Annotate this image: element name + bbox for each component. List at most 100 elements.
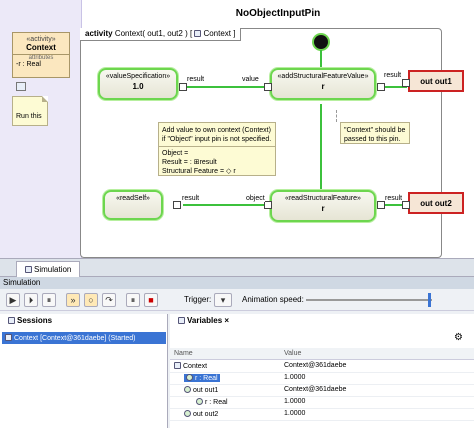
pin-label-value: value bbox=[242, 76, 259, 83]
diagram-icon bbox=[16, 82, 26, 91]
property-icon bbox=[186, 374, 193, 381]
animation-speed-slider[interactable] bbox=[306, 299, 432, 301]
diagram-title: NoObjectInputPin bbox=[235, 8, 321, 19]
tab-label: Sessions bbox=[17, 316, 53, 325]
note-text: "Context" should be passed to this pin. bbox=[344, 127, 406, 143]
activity-tag: [ Context ] bbox=[189, 29, 236, 38]
activity-header: activity Context( out1, out2 ) [ Context… bbox=[80, 28, 242, 41]
session-item[interactable]: Context [Context@361daebe] (Started) bbox=[2, 332, 166, 344]
read-result-pin[interactable] bbox=[377, 201, 385, 209]
column-name: Name bbox=[174, 350, 193, 357]
variables-panel: Variables × ⚙ Name Value Context Context… bbox=[170, 314, 474, 428]
step-into-icon[interactable]: ○ bbox=[84, 293, 98, 307]
note-line: Add value to own context (Context) bbox=[162, 127, 271, 134]
variable-row[interactable]: r : Real 1.0000 bbox=[170, 397, 474, 409]
suspend-icon[interactable]: ⏸ bbox=[126, 293, 140, 307]
terminate-icon[interactable]: ■ bbox=[144, 293, 158, 307]
variable-name: out out2 bbox=[193, 411, 219, 418]
read-self-action[interactable]: «readSelf» bbox=[103, 190, 163, 220]
step-over-icon[interactable]: ↷ bbox=[102, 293, 116, 307]
variable-row[interactable]: out out2 1.0000 bbox=[170, 409, 474, 421]
activity-tag-text: Context bbox=[203, 29, 232, 38]
variable-value: 1.0000 bbox=[284, 374, 306, 381]
action-name: r bbox=[321, 204, 325, 213]
simulation-toolbar: ▶ ⏵ ⏸ » ○ ↷ ⏸ ■ Trigger: ▾ Animation spe… bbox=[0, 289, 474, 311]
out2-parameter-node[interactable]: out out2 bbox=[402, 192, 464, 214]
flow-read-to-out2 bbox=[383, 204, 407, 206]
column-value: Value bbox=[284, 350, 302, 357]
class-stereotype: «activity» bbox=[26, 36, 56, 43]
flow-add-to-read bbox=[320, 104, 322, 190]
variable-name: r : Real bbox=[205, 399, 228, 406]
pin-label-result: result bbox=[187, 76, 205, 83]
variable-row[interactable]: Context Context@361daebe bbox=[170, 361, 474, 373]
variable-row[interactable]: out out1 Context@361daebe bbox=[170, 385, 474, 397]
add-value-note[interactable]: Add value to own context (Context) if "O… bbox=[158, 122, 276, 176]
panel-tabbar: Simulation bbox=[0, 259, 474, 277]
class-icon bbox=[174, 362, 181, 369]
variables-header: Name Value bbox=[170, 348, 474, 360]
animation-speed-knob[interactable] bbox=[428, 293, 431, 307]
flow-initial-to-add bbox=[320, 50, 322, 68]
variable-value: Context@361daebe bbox=[284, 386, 347, 393]
class-separator bbox=[13, 54, 69, 55]
initial-node[interactable] bbox=[314, 35, 328, 49]
sessions-panel: Sessions Context [Context@361daebe] (Sta… bbox=[0, 314, 168, 428]
action-name: 1.0 bbox=[132, 82, 144, 91]
tab-label: Variables bbox=[187, 316, 223, 325]
out1-parameter-node[interactable]: out out1 bbox=[402, 70, 464, 92]
run-note[interactable]: Run this bbox=[12, 96, 48, 126]
read-structural-feature-action[interactable]: «readStructuralFeature» r bbox=[270, 190, 376, 222]
read-object-pin[interactable] bbox=[264, 201, 272, 209]
parameter-icon bbox=[184, 410, 191, 417]
variable-value: Context@361daebe bbox=[284, 362, 347, 369]
note-field: Structural Feature = ◇ r bbox=[162, 168, 236, 175]
settings-icon[interactable]: ⚙ bbox=[454, 332, 463, 343]
class-name: Context bbox=[26, 43, 56, 52]
add-structural-feature-action[interactable]: «addStructuralFeatureValue» r bbox=[270, 68, 376, 100]
tab-sessions[interactable]: Sessions bbox=[2, 314, 58, 328]
tab-label: Simulation bbox=[34, 265, 72, 274]
context-pin-note[interactable]: "Context" should be passed to this pin. bbox=[340, 122, 410, 144]
value-specification-action[interactable]: «valueSpecification» 1.0 bbox=[98, 68, 178, 100]
variable-row[interactable]: r : Real 1.0000 bbox=[170, 373, 474, 385]
flow-add-to-out1 bbox=[383, 86, 407, 88]
simulation-panel: Simulation Simulation ▶ ⏵ ⏸ » ○ ↷ ⏸ ■ Tr… bbox=[0, 258, 474, 428]
note-separator bbox=[159, 146, 275, 147]
session-icon bbox=[5, 334, 12, 341]
pin-label-result: result bbox=[384, 72, 402, 79]
step-icon[interactable]: ⏵ bbox=[24, 293, 38, 307]
parameter-icon bbox=[184, 386, 191, 393]
variable-name: r : Real bbox=[195, 375, 218, 382]
note-field: Object = bbox=[162, 150, 189, 157]
tab-simulation[interactable]: Simulation bbox=[16, 261, 81, 277]
variable-name: out out1 bbox=[193, 387, 219, 394]
trigger-select[interactable]: ▾ bbox=[214, 293, 232, 307]
pause-icon[interactable]: ⏸ bbox=[42, 293, 56, 307]
context-class[interactable]: «activity» Context attributes -r : Real bbox=[12, 32, 70, 78]
add-value-pin[interactable] bbox=[264, 83, 272, 91]
run-note-text: Run this bbox=[16, 113, 42, 120]
action-name: r bbox=[321, 82, 325, 91]
close-icon[interactable]: × bbox=[224, 316, 230, 325]
action-stereotype: «readStructuralFeature» bbox=[285, 195, 361, 202]
read-self-result-pin[interactable] bbox=[173, 201, 181, 209]
run-icon[interactable]: ▶ bbox=[6, 293, 20, 307]
animation-speed-label: Animation speed: bbox=[242, 295, 304, 304]
sessions-icon bbox=[8, 317, 15, 324]
pin-label-result: result bbox=[182, 195, 200, 202]
property-icon bbox=[196, 398, 203, 405]
pin-label-result: result bbox=[385, 195, 403, 202]
tab-variables[interactable]: Variables × bbox=[172, 314, 236, 328]
activity-tag-icon bbox=[194, 30, 202, 37]
diagram-canvas[interactable]: «activity» Context attributes -r : Real … bbox=[0, 0, 474, 258]
add-result-pin[interactable] bbox=[377, 83, 385, 91]
action-stereotype: «addStructuralFeatureValue» bbox=[277, 73, 369, 80]
note-field: Result = : ⊞result bbox=[162, 159, 217, 166]
action-stereotype: «valueSpecification» bbox=[105, 73, 171, 80]
class-attributes-header: attributes bbox=[28, 55, 54, 61]
class-attribute: -r : Real bbox=[16, 61, 41, 68]
value-spec-result-pin[interactable] bbox=[179, 83, 187, 91]
trigger-label: Trigger: bbox=[184, 295, 212, 304]
fast-forward-icon[interactable]: » bbox=[66, 293, 80, 307]
